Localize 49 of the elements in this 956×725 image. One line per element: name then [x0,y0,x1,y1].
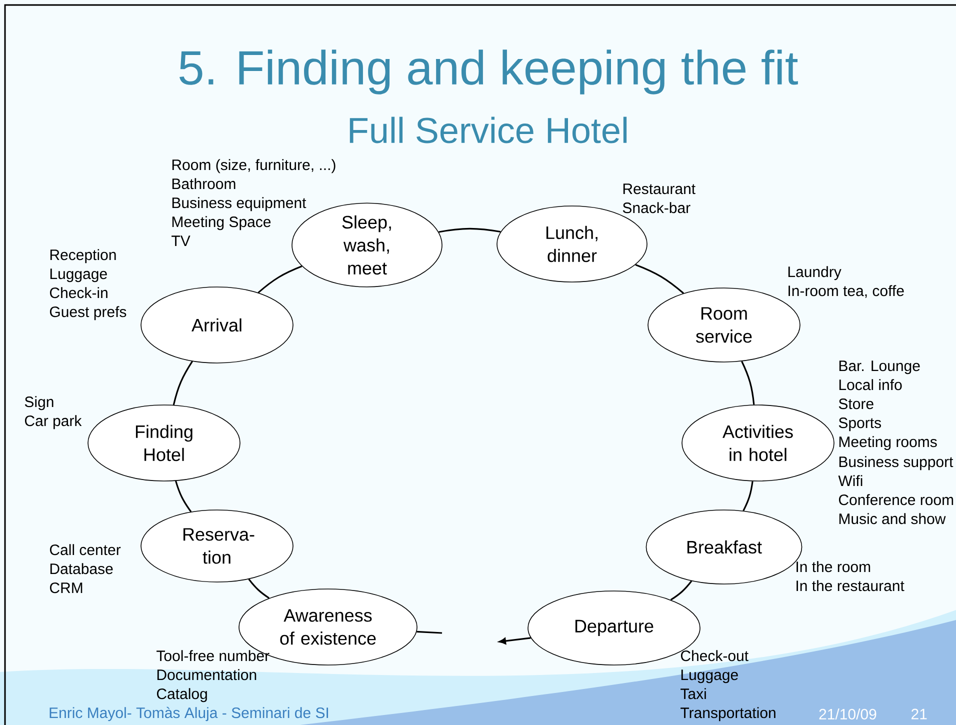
list-item: Local info [839,379,902,390]
list-item: Conference room [838,494,954,506]
arrow [499,637,531,644]
page-number: 21 [912,708,927,720]
ellipse-node: Reserva-tion [140,510,294,582]
list-item: Laundry [788,266,842,280]
connector-line [635,264,684,294]
footer-text: Enric Mayol- Tomàs Aluja - Seminari de SI [50,706,328,722]
list-item: Bathroom [172,178,236,190]
connector-line [258,266,302,294]
list-item: Documentation [157,669,256,680]
connector-line [741,361,755,405]
subtitle: Full Service Hotel [350,116,627,144]
list-item: Sign [24,396,54,410]
connector-line [175,480,192,512]
list-item: Sports [838,418,881,432]
list-item: TV [172,236,190,246]
list-item: Restaurant [623,184,696,194]
list-item: Luggage [681,670,738,684]
ellipse-node: Activities in hotel [682,404,834,482]
date: 21/10/09 [819,708,876,720]
connector-line [248,578,270,599]
list-item: Transportation [680,707,776,722]
list-item: Business support [839,456,954,470]
connector-line [172,360,193,406]
list-item: Reception [50,249,116,264]
list-item: Taxi [680,688,706,700]
list-item: Meeting rooms [839,436,937,450]
list-item: Room (size, furniture, ...) [172,159,336,174]
title: 5. Finding and keeping the fit [180,50,798,94]
list-item: Luggage [50,268,107,282]
list-item: Check-in [50,287,108,298]
connector-line [742,481,754,512]
list-item: Store [838,398,874,410]
connector-line [670,580,692,600]
list-item: CRM [50,582,82,594]
connector-line [438,228,501,233]
list-item: Bar. Lounge [839,360,920,374]
list-item: Guest prefs [50,306,126,320]
ellipse-node: Finding Hotel [88,404,240,482]
list-item: Car park [24,415,82,430]
list-item: Catalog [156,688,207,702]
list-item: Call center [50,544,121,556]
list-item: Wifi [838,475,862,486]
list-item: Music and show [839,513,946,524]
ellipse-node: Arrival [140,286,294,364]
connector-line [416,630,442,634]
list-item: Meeting Space [172,216,271,230]
list-item: Database [50,563,113,574]
